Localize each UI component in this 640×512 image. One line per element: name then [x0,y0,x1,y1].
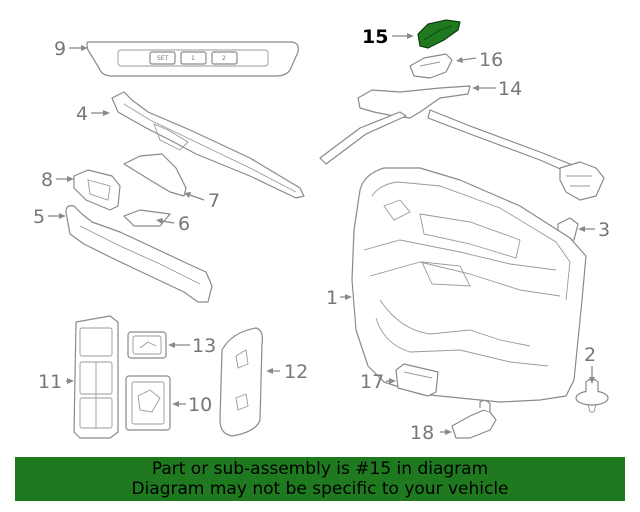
callout-3: 3 [598,219,610,241]
part-6-pad [123,209,171,227]
callout-6: 6 [178,213,190,235]
callout-18: 18 [410,422,434,444]
part-4-trim-strip [111,91,305,199]
callout-11: 11 [38,371,62,393]
callout-13: 13 [192,335,216,357]
callout-2: 2 [584,344,596,366]
part-5-armrest [65,205,213,303]
callout-14: 14 [498,78,522,100]
part-15-highlighted [417,19,461,49]
banner-line-disclaimer: Diagram may not be specific to your vehi… [131,479,509,499]
callout-7: 7 [208,190,220,212]
part-2-push-clip [575,378,609,413]
part-9-memory-switch: SET 1 2 [86,41,299,77]
leaders [48,33,595,435]
callout-1: 1 [326,287,338,309]
switch-label-set: SET [157,55,169,62]
callout-17: 17 [360,371,384,393]
switch-label-1: 1 [191,55,195,62]
callout-12: 12 [284,361,308,383]
callout-16: 16 [479,49,503,71]
callout-5: 5 [33,206,45,228]
part-12-bezel-plate [219,327,263,437]
callout-4: 4 [76,103,88,125]
switch-label-2: 2 [222,55,226,62]
parts-diagram: SET 1 2 [33,19,610,444]
callout-15-highlighted: 15 [362,26,388,48]
part-13-switch [127,331,167,359]
part-14-window-seal [319,85,605,201]
part-10-switch [125,375,171,431]
part-11-window-switch [73,315,119,439]
part-16-bracket [409,53,453,79]
part-17-lamp [395,363,439,397]
part-7-armrest-cover [123,153,187,197]
part-18-connector [451,399,497,439]
info-banner: Part or sub-assembly is #15 in diagram D… [15,457,625,501]
callout-9: 9 [54,38,66,60]
part-8-switch-bezel [73,169,121,211]
callout-8: 8 [41,169,53,191]
callout-10: 10 [188,394,212,416]
banner-line-part: Part or sub-assembly is #15 in diagram [151,459,489,479]
part-1-door-panel [351,167,587,403]
